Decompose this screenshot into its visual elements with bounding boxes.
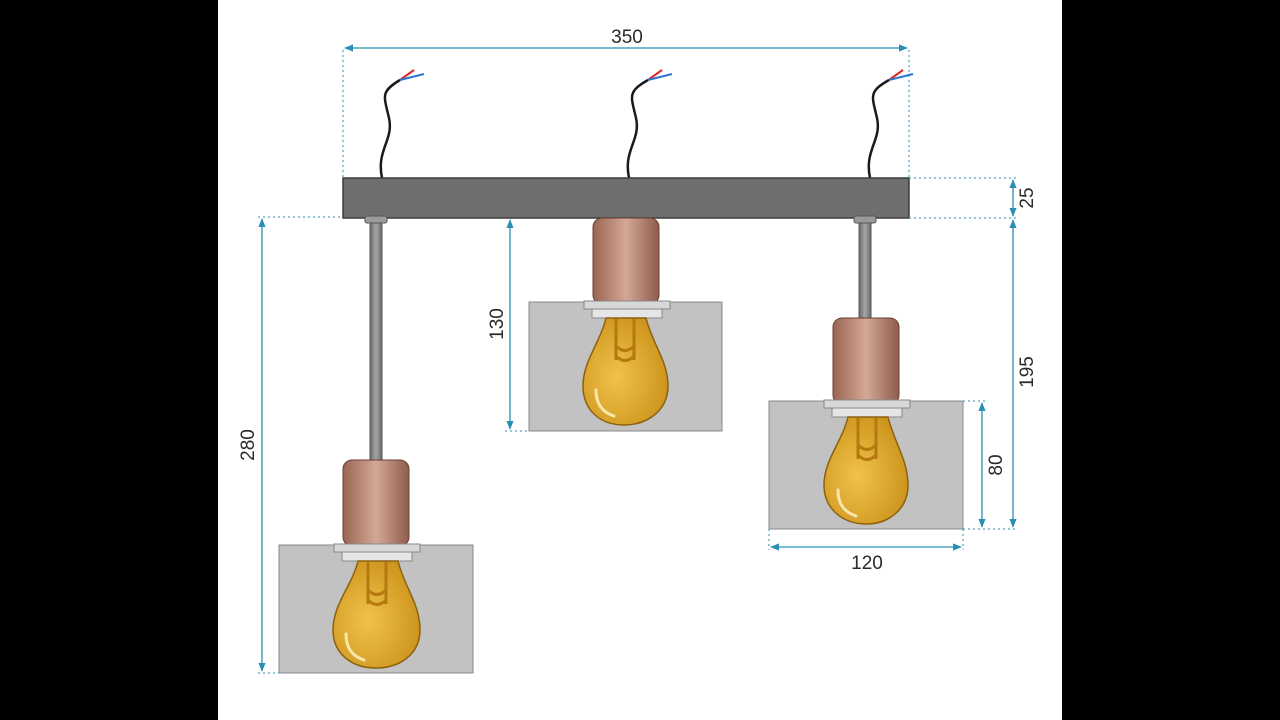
rod-right <box>858 215 872 321</box>
pendant-right <box>823 317 911 525</box>
dim-overall-width: 350 <box>611 27 643 48</box>
cable-middle <box>626 69 673 179</box>
bulb-middle <box>582 317 669 426</box>
dim-bar-height: 25 <box>1017 187 1038 208</box>
dim-medium-drop: 195 <box>1017 356 1038 388</box>
diagram-canvas: 350 25 280 130 195 80 120 <box>218 0 1062 720</box>
dimension-lines <box>258 44 1017 672</box>
rod-collar-right <box>853 215 877 224</box>
dim-shade-height: 80 <box>986 454 1007 475</box>
cable-left <box>379 69 425 179</box>
socket-middle <box>592 217 660 305</box>
bulb-left <box>332 560 421 669</box>
diagram-svg: 350 25 280 130 195 80 120 <box>238 27 1038 674</box>
pendant-middle <box>582 217 671 426</box>
rod-collar-left <box>364 215 388 224</box>
ceiling-bar <box>342 177 910 219</box>
dim-short-drop: 130 <box>487 308 508 340</box>
pendant-left <box>332 459 421 669</box>
dim-shade-width: 120 <box>851 553 883 574</box>
rod-left <box>369 215 383 463</box>
socket-right <box>832 317 900 405</box>
cable-right <box>867 69 914 179</box>
extension-lines <box>258 50 1018 674</box>
power-cables <box>379 69 914 179</box>
bulb-right <box>823 416 909 525</box>
socket-left <box>342 459 410 547</box>
dim-long-drop: 280 <box>238 429 259 461</box>
